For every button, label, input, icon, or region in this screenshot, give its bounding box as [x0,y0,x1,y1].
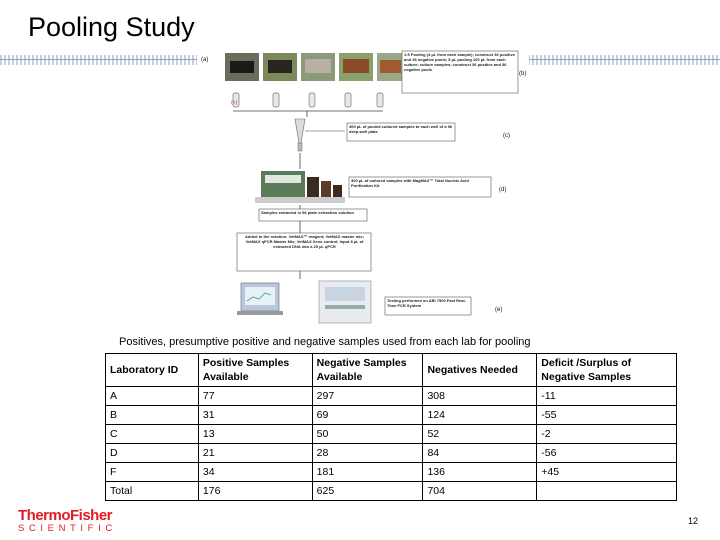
pipette-icon [294,118,306,152]
cell-positive: 31 [197,405,313,425]
table-total-row: Total 176 625 704 [105,481,677,501]
thermo-fisher-logo: ThermoFisher SCIENTIFIC [18,507,117,534]
figure-label-b: (b) [519,71,526,77]
cell-deficit [536,481,677,501]
svg-text:(+): (+) [231,100,238,106]
logo-wordmark: ThermoFisher [18,507,113,524]
cell-lab-id: Total [105,481,199,501]
cell-positive: 176 [197,481,313,501]
extraction-kit [255,171,345,203]
sample-tubes [232,92,384,108]
page-number: 12 [688,516,699,526]
sample-extraction-description: Samples extracted in 96 plate extraction… [261,210,354,215]
cell-needed: 308 [422,386,538,406]
cell-needed: 136 [422,462,538,482]
logo-subtitle: SCIENTIFIC [18,523,117,534]
cell-lab-id: F [105,462,199,482]
cell-positive: 34 [197,462,313,482]
cell-needed: 52 [422,424,538,444]
slide-title: Pooling Study [28,12,195,42]
cell-deficit: -11 [536,386,677,406]
cell-negative: 28 [311,443,424,463]
reagents-description: Added to the reaction: VetMAX™ reagent; … [245,234,364,249]
step-c-description: 300 µL of pooled cultured samples to eac… [349,124,453,134]
cell-deficit: +45 [536,462,677,482]
workflow-figure: (a) (+) 1:5 Pooling (4 µL from each samp… [197,47,529,330]
figure-label-e: (e) [495,307,502,313]
step-d-description: 300 µL of cultured samples with MagMAX™ … [351,178,469,188]
header-deficit-surplus: Deficit /Surplus of Negative Samples [536,353,677,387]
pooling-samples-table: Laboratory ID Positive Samples Available… [105,353,677,501]
cell-lab-id: C [105,424,199,444]
table-row: F 34 181 136 +45 [105,462,677,482]
cell-positive: 77 [197,386,313,406]
cell-lab-id: B [105,405,199,425]
table-row: A 77 297 308 -11 [105,386,677,406]
cell-negative: 69 [311,405,424,425]
cell-needed: 124 [422,405,538,425]
figure-label-d: (d) [499,187,506,193]
cell-deficit: -2 [536,424,677,444]
step-e-description: Testing performed on ABI 7500 Fast Real-… [387,298,466,308]
cell-negative: 50 [311,424,424,444]
cell-deficit: -56 [536,443,677,463]
cell-lab-id: A [105,386,199,406]
table-caption: Positives, presumptive positive and nega… [119,336,531,348]
step-b-description: 1:5 Pooling (4 µL from each sample); con… [404,52,515,72]
cattle-photos [225,53,405,81]
header-negatives-needed: Negatives Needed [422,353,538,387]
table-row: B 31 69 124 -55 [105,405,677,425]
table-header-row: Laboratory ID Positive Samples Available… [105,353,677,387]
cell-needed: 84 [422,443,538,463]
header-negative-samples: Negative Samples Available [311,353,424,387]
cell-negative: 181 [311,462,424,482]
figure-label-a: (a) [201,57,208,63]
table-row: D 21 28 84 -56 [105,443,677,463]
pcr-system-image [237,280,372,324]
figure-label-c: (c) [503,133,510,139]
header-positive-samples: Positive Samples Available [197,353,313,387]
cell-negative: 625 [311,481,424,501]
cell-negative: 297 [311,386,424,406]
cell-positive: 21 [197,443,313,463]
cell-positive: 13 [197,424,313,444]
cell-deficit: -55 [536,405,677,425]
table-row: C 13 50 52 -2 [105,424,677,444]
header-laboratory-id: Laboratory ID [105,353,199,387]
cell-needed: 704 [422,481,538,501]
cell-lab-id: D [105,443,199,463]
